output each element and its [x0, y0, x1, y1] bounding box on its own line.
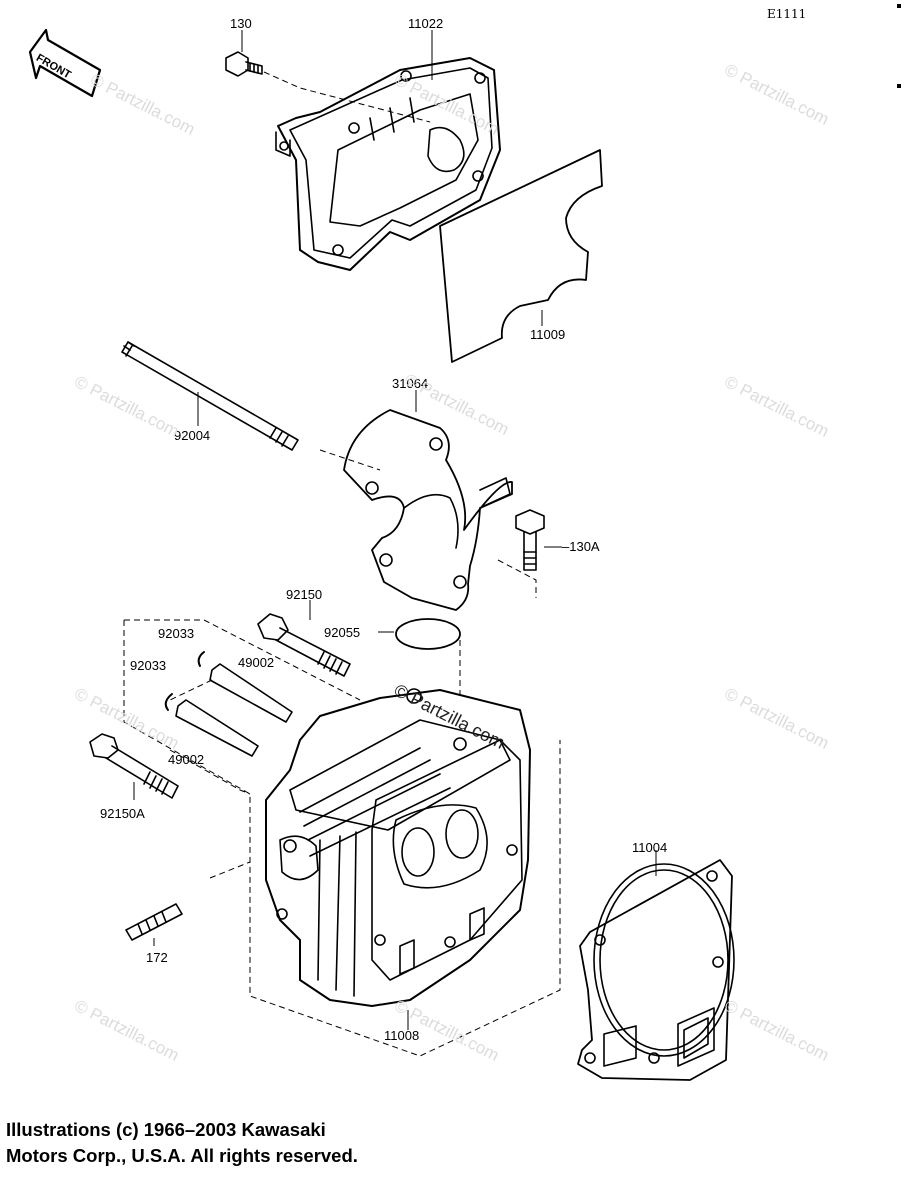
guide-49002-upper-part [209, 663, 293, 723]
intake-31064-part [343, 409, 513, 611]
part-label-11022: 11022 [408, 16, 444, 31]
guide-49002-lower-part [175, 699, 259, 757]
leader-lines [133, 30, 657, 1030]
corner-mark [897, 4, 901, 8]
bolt-92150-part [257, 613, 351, 677]
part-label-92033-upper: 92033 [158, 626, 195, 641]
head-gasket-11004-part [577, 859, 735, 1081]
part-number-130A: 130A [569, 539, 600, 554]
part-label-92055: 92055 [324, 625, 361, 640]
part-label-130: 130 [230, 16, 252, 31]
cylinder-head-11008-part [265, 688, 531, 1007]
clip-92033-lower-part [164, 693, 173, 711]
front-arrow-icon [28, 28, 102, 98]
part-label-172: 172 [146, 950, 168, 965]
corner-mark [897, 84, 901, 88]
assembly-lines [123, 71, 561, 1057]
bolt-92150A-part [89, 733, 179, 799]
part-label-92150A: 92150A [100, 806, 145, 821]
copyright-line-2: Motors Corp., U.S.A. All rights reserved… [6, 1145, 358, 1166]
copyright-line-1: Illustrations (c) 1966–2003 Kawasaki [6, 1119, 326, 1140]
part-label-31064: 31064 [392, 376, 429, 391]
part-label-92033-lower: 92033 [130, 658, 167, 673]
valve-cover-11022-part [275, 57, 501, 271]
clip-92033-upper-part [197, 651, 205, 667]
part-label-11009: 11009 [530, 327, 566, 342]
part-label-11008: 11008 [384, 1028, 420, 1043]
part-label-92150: 92150 [286, 587, 323, 602]
stud-172-part [125, 903, 183, 941]
stud-92004-part [121, 341, 299, 451]
bolt-130-part [225, 51, 263, 77]
diagram-code: E1111 [767, 7, 807, 21]
part-label-130A: –130A [562, 539, 600, 554]
part-label-92004: 92004 [174, 428, 211, 443]
part-label-11004: 11004 [632, 840, 668, 855]
part-label-49002-lower: 49002 [168, 752, 205, 767]
copyright-notice: Illustrations (c) 1966–2003 Kawasaki Mot… [6, 1117, 358, 1169]
o-ring-92055-part [395, 618, 461, 650]
part-label-49002-upper: 49002 [238, 655, 275, 670]
bolt-130A-part [515, 509, 545, 571]
gasket-11009-part [439, 149, 603, 363]
